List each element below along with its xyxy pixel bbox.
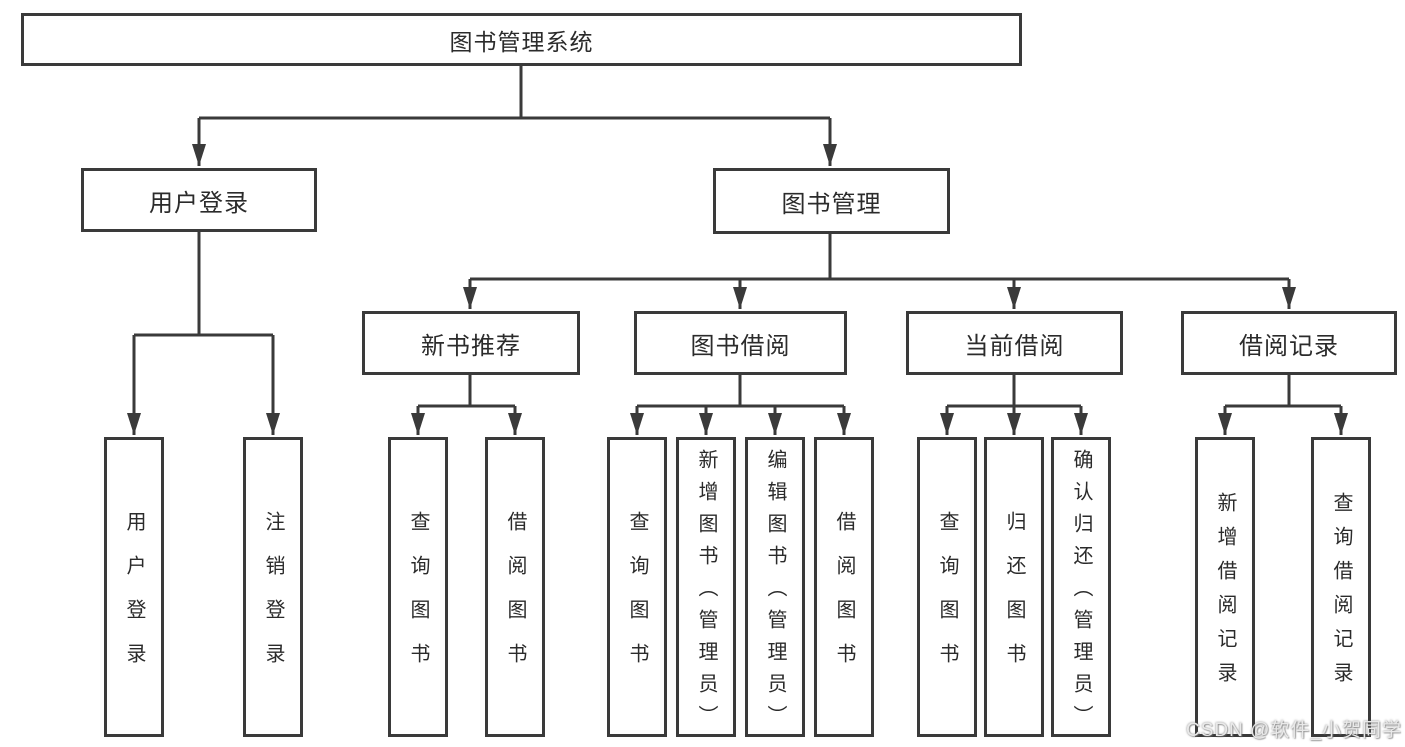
node-root-label: 图书管理系统 [449,28,594,55]
leaf-logout-label: 注销登录 [262,511,284,687]
leaf-add-book-admin: 新增图书（管理员） [676,437,736,737]
node-book-management-label: 图书管理 [781,190,882,218]
node-new-book-recommend: 新书推荐 [362,311,580,375]
leaf-user-login: 用户登录 [104,437,164,737]
node-book-borrow: 图书借阅 [634,311,847,375]
leaf-query-books-borrow-label: 查询图书 [626,511,648,687]
node-borrow-records: 借阅记录 [1181,311,1397,375]
node-library-management-system: 图书管理系统 [21,13,1022,66]
leaf-query-books-current-label: 查询图书 [936,511,958,687]
node-new-book-recommend-label: 新书推荐 [421,332,521,360]
leaf-query-books-recommend: 查询图书 [388,437,448,737]
leaf-return-books: 归还图书 [984,437,1044,737]
leaf-borrow-books-recommend: 借阅图书 [485,437,545,737]
leaf-edit-book-admin: 编辑图书（管理员） [745,437,805,737]
leaf-confirm-return-admin: 确认归还（管理员） [1051,437,1111,737]
leaf-return-books-label: 归还图书 [1003,511,1025,687]
leaf-user-login-label: 用户登录 [123,511,145,687]
leaf-query-books-borrow: 查询图书 [607,437,667,737]
leaf-query-books-current: 查询图书 [917,437,977,737]
leaf-add-borrow-record: 新增借阅记录 [1195,437,1255,737]
leaf-add-book-admin-label: 新增图书（管理员） [695,449,717,737]
leaf-confirm-return-admin-label: 确认归还（管理员） [1070,449,1092,737]
node-borrow-records-label: 借阅记录 [1239,332,1339,360]
node-book-management: 图书管理 [713,168,950,234]
leaf-query-books-recommend-label: 查询图书 [407,511,429,687]
leaf-add-borrow-record-label: 新增借阅记录 [1214,492,1236,696]
leaf-logout: 注销登录 [243,437,303,737]
leaf-edit-book-admin-label: 编辑图书（管理员） [764,449,786,737]
node-user-login-label: 用户登录 [149,189,249,217]
watermark: CSDN @软件_小贺同学 [1186,720,1402,741]
node-user-login: 用户登录 [81,168,317,232]
node-current-borrow-label: 当前借阅 [964,332,1065,360]
leaf-borrow-books-recommend-label: 借阅图书 [504,511,526,687]
leaf-query-borrow-record: 查询借阅记录 [1311,437,1371,737]
leaf-query-borrow-record-label: 查询借阅记录 [1330,492,1352,696]
leaf-borrow-books: 借阅图书 [814,437,874,737]
node-book-borrow-label: 图书借阅 [690,332,791,360]
leaf-borrow-books-label: 借阅图书 [833,511,855,687]
node-current-borrow: 当前借阅 [906,311,1123,375]
